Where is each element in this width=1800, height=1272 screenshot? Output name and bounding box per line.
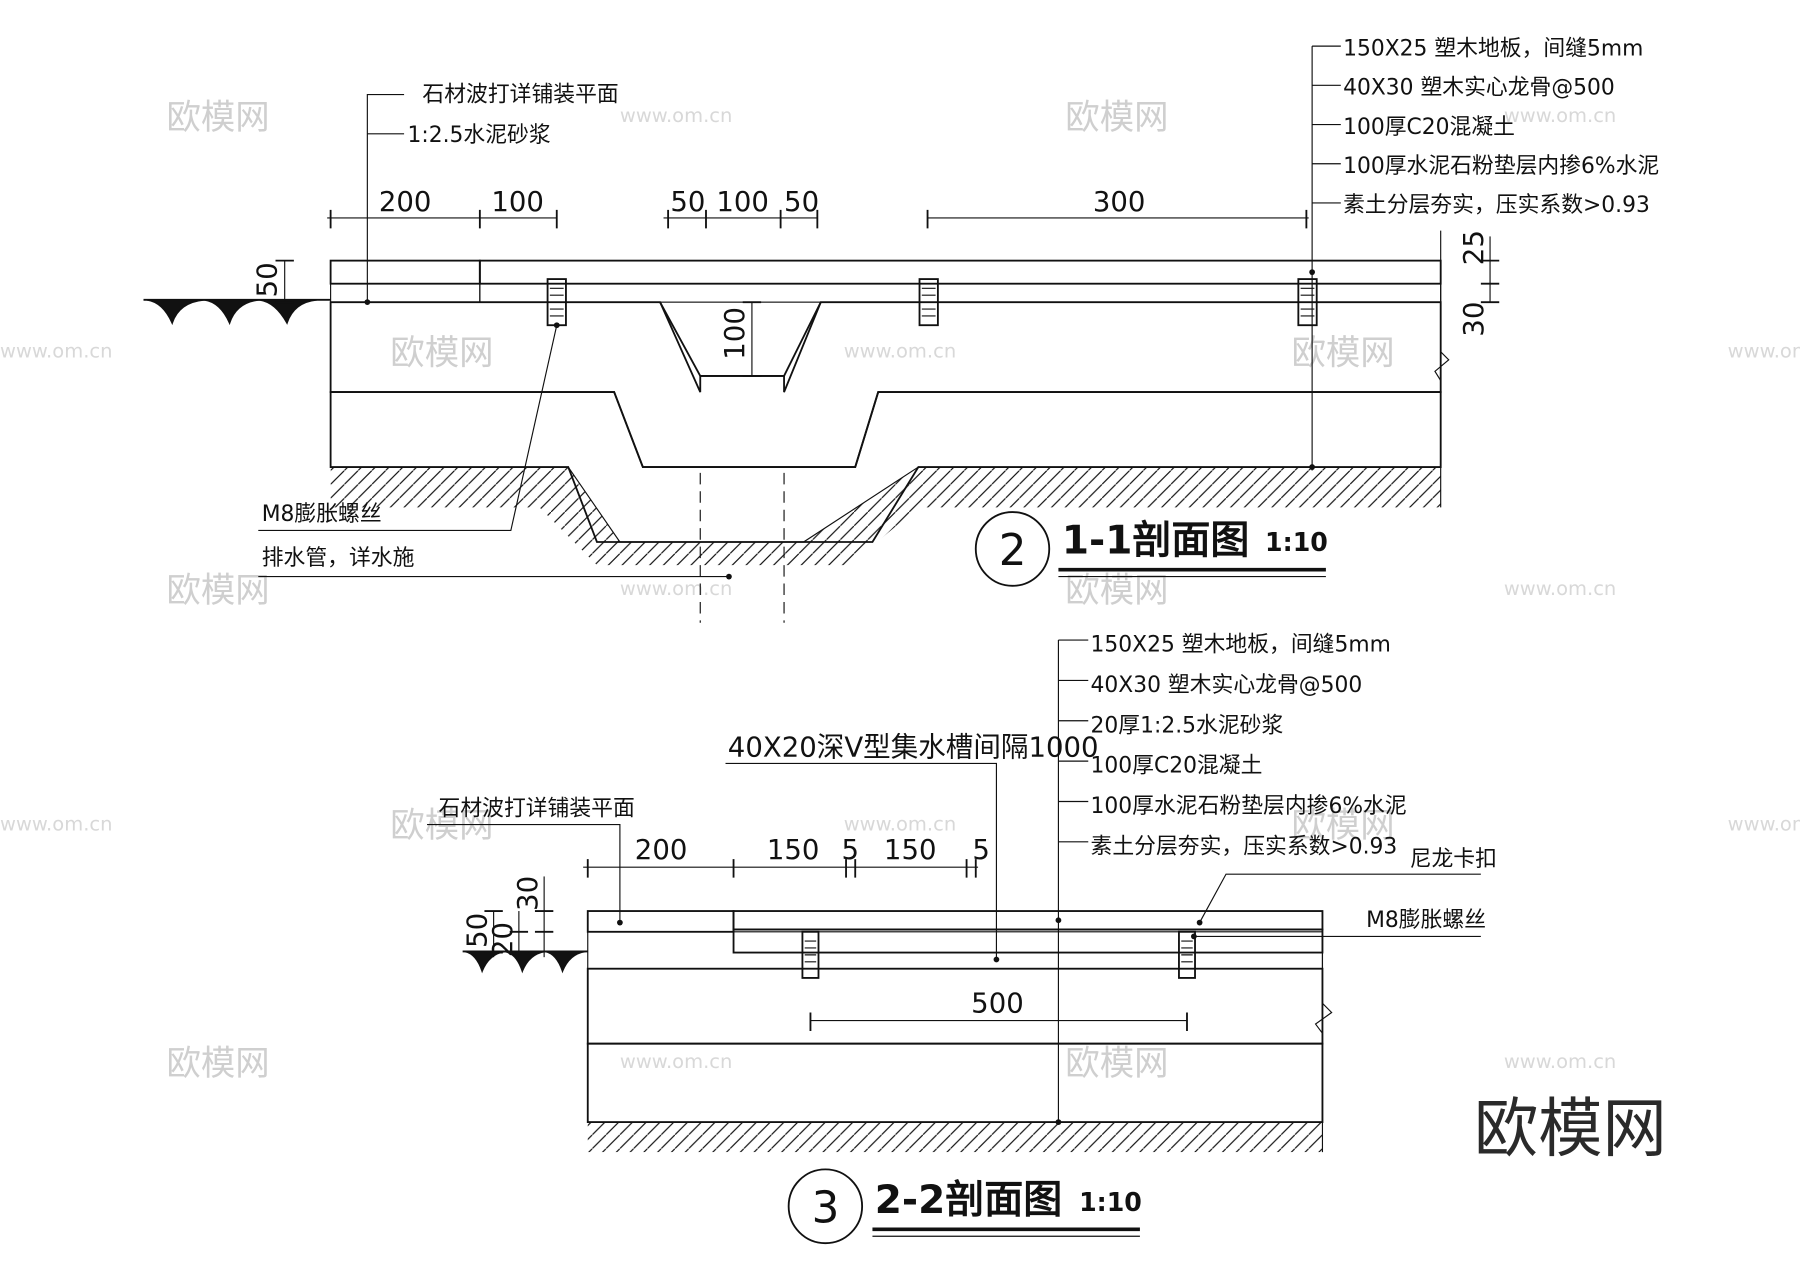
joist-layer bbox=[732, 928, 1324, 954]
watermark-url: www.om.cn bbox=[620, 577, 732, 600]
watermark-url: www.om.cn bbox=[620, 104, 732, 127]
watermark-url: www.om.cn bbox=[844, 812, 956, 835]
watermark-url: www.om.cn bbox=[0, 339, 112, 362]
bolt-label: M8膨胀螺丝 bbox=[1366, 908, 1486, 933]
layer-label: 150X25 塑木地板，间缝5mm bbox=[1343, 36, 1643, 61]
layer-label: 40X30 塑木实心龙骨@500 bbox=[1343, 76, 1615, 101]
section-title: 1-1剖面图 bbox=[1062, 518, 1250, 563]
wood-decking bbox=[732, 910, 1324, 931]
cement-mortar bbox=[587, 931, 1324, 970]
dimension-line-top: 200 100 50 100 50 300 bbox=[327, 185, 1309, 229]
watermark-logo: 欧模网 bbox=[1291, 333, 1394, 373]
watermark-logo: 欧模网 bbox=[390, 806, 493, 846]
ground-left bbox=[462, 950, 588, 974]
cement-mortar bbox=[330, 283, 481, 303]
dim-label: 200 bbox=[635, 833, 688, 866]
watermark-logo: 欧模网 bbox=[1065, 98, 1168, 138]
layer-label: 20厚1:2.5水泥砂浆 bbox=[1091, 713, 1284, 738]
dim-label: 30 bbox=[511, 876, 544, 911]
section-2-2: 200 150 5 150 5 50 20 30 500 40X20深V型集水槽… bbox=[427, 633, 1497, 1245]
stone-paving-label: 石材波打详铺装平面 bbox=[439, 796, 635, 821]
dim-label: 25 bbox=[1457, 230, 1490, 265]
wood-decking bbox=[478, 259, 1442, 285]
watermark-url: www.om.cn bbox=[1504, 577, 1616, 600]
watermark-url: www.om.cn bbox=[844, 339, 956, 362]
dim-label: 5 bbox=[972, 833, 990, 866]
layer-label: 100厚C20混凝土 bbox=[1091, 754, 1263, 779]
dim-label: 100 bbox=[491, 185, 544, 218]
dim-label: 100 bbox=[718, 307, 751, 360]
section-number-circle bbox=[787, 1168, 864, 1245]
dim-label: 50 bbox=[461, 913, 494, 948]
expansion-bolt bbox=[918, 278, 939, 327]
watermark-url: www.om.cn bbox=[0, 812, 112, 835]
watermark-logo: 欧模网 bbox=[166, 1044, 269, 1084]
watermark-url: www.om.cn bbox=[1504, 104, 1616, 127]
dim-label: 100 bbox=[716, 185, 769, 218]
section-title: 2-2剖面图 bbox=[875, 1178, 1063, 1223]
expansion-bolt bbox=[546, 278, 567, 327]
nylon-clip-label: 尼龙卡扣 bbox=[1410, 847, 1497, 872]
gravel-layer bbox=[329, 391, 1442, 543]
section-1-1: 200 100 50 100 50 300 50 100 25 30 石材波打详… bbox=[143, 36, 1659, 623]
expansion-bolt bbox=[1178, 930, 1196, 979]
dim-label: 5 bbox=[841, 833, 859, 866]
section-scale: 1:10 bbox=[1265, 528, 1328, 557]
layer-label: 150X25 塑木地板，间缝5mm bbox=[1091, 633, 1391, 658]
concrete-layer bbox=[329, 301, 1442, 468]
watermark-logo: 欧模网 bbox=[390, 333, 493, 373]
watermarks: 欧模网 www.om.cn 欧模网 www.om.cn www.om.cn 欧模… bbox=[0, 98, 1800, 1084]
watermark-logo: 欧模网 bbox=[1065, 571, 1168, 611]
section-title-2-2: 3 2-2剖面图 1:10 bbox=[787, 1168, 1142, 1245]
dim-label: 30 bbox=[1457, 302, 1490, 337]
section-number-circle bbox=[974, 511, 1051, 587]
dim-label: 200 bbox=[379, 185, 432, 218]
watermark-logo: 欧模网 bbox=[166, 571, 269, 611]
concrete-layer bbox=[586, 967, 1324, 1045]
drain-pipe-label: 排水管，详水施 bbox=[262, 546, 415, 571]
watermark-logo-large: 欧模网 bbox=[1474, 1092, 1667, 1167]
ground-left bbox=[143, 298, 331, 326]
dim-label: 50 bbox=[251, 262, 284, 297]
dim-label: 50 bbox=[670, 185, 705, 218]
soil-layer bbox=[587, 1122, 1323, 1153]
section-title-1-1: 2 1-1剖面图 1:10 bbox=[974, 511, 1328, 587]
layer-label: 40X30 塑木实心龙骨@500 bbox=[1091, 673, 1363, 698]
watermark-logo: 欧模网 bbox=[1291, 806, 1394, 846]
drain-trench bbox=[659, 301, 822, 377]
stone-paving-label: 石材波打详铺装平面 bbox=[422, 82, 618, 107]
soil-layer bbox=[330, 467, 1441, 566]
joist-layer bbox=[479, 283, 1442, 303]
section-number: 2 bbox=[999, 525, 1027, 576]
stone-paving bbox=[329, 259, 481, 285]
watermark-logo: 欧模网 bbox=[1065, 1044, 1168, 1084]
watermark-url: www.om.cn bbox=[1728, 812, 1800, 835]
watermark-url: www.om.cn bbox=[1728, 339, 1800, 362]
stone-paving bbox=[586, 910, 735, 933]
layer-label: 100厚C20混凝土 bbox=[1343, 115, 1515, 140]
section-number: 3 bbox=[812, 1182, 840, 1233]
bolt-label: M8膨胀螺丝 bbox=[262, 502, 382, 527]
expansion-bolt bbox=[801, 930, 820, 979]
expansion-bolt bbox=[1297, 278, 1318, 327]
dim-label: 150 bbox=[767, 833, 820, 866]
dim-label: 150 bbox=[884, 833, 937, 866]
dim-label: 300 bbox=[1093, 185, 1146, 218]
dim-label: 20 bbox=[486, 922, 519, 957]
dim-label: 500 bbox=[971, 986, 1024, 1019]
groove-label: 40X20深V型集水槽间隔1000 bbox=[728, 730, 1099, 763]
layer-label: 100厚水泥石粉垫层内掺6%水泥 bbox=[1091, 794, 1407, 819]
layer-label: 素土分层夯实，压实系数>0.93 bbox=[1091, 834, 1398, 859]
layer-label: 素土分层夯实，压实系数>0.93 bbox=[1343, 193, 1650, 218]
section-scale: 1:10 bbox=[1079, 1188, 1142, 1217]
mortar-label: 1:2.5水泥砂浆 bbox=[408, 123, 551, 148]
watermark-logo: 欧模网 bbox=[166, 98, 269, 138]
dim-label: 50 bbox=[784, 185, 819, 218]
watermark-url: www.om.cn bbox=[1504, 1050, 1616, 1073]
watermark-url: www.om.cn bbox=[620, 1050, 732, 1073]
layer-label: 100厚水泥石粉垫层内掺6%水泥 bbox=[1343, 154, 1659, 179]
dimension-line-top: 200 150 5 150 5 bbox=[583, 833, 990, 878]
